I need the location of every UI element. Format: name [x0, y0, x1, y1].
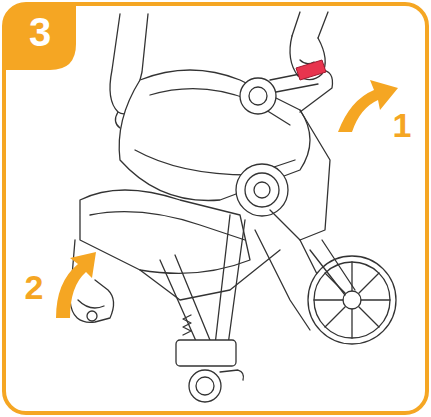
direction-arrow — [338, 80, 398, 132]
stroller-drawing — [70, 12, 396, 402]
callout-number: 2 — [14, 270, 54, 304]
direction-arrow — [56, 252, 96, 318]
step-badge — [4, 4, 76, 70]
callout-number: 1 — [382, 108, 422, 142]
fold-latch — [296, 60, 326, 80]
frame-border — [4, 4, 427, 413]
step-number: 3 — [12, 12, 68, 52]
